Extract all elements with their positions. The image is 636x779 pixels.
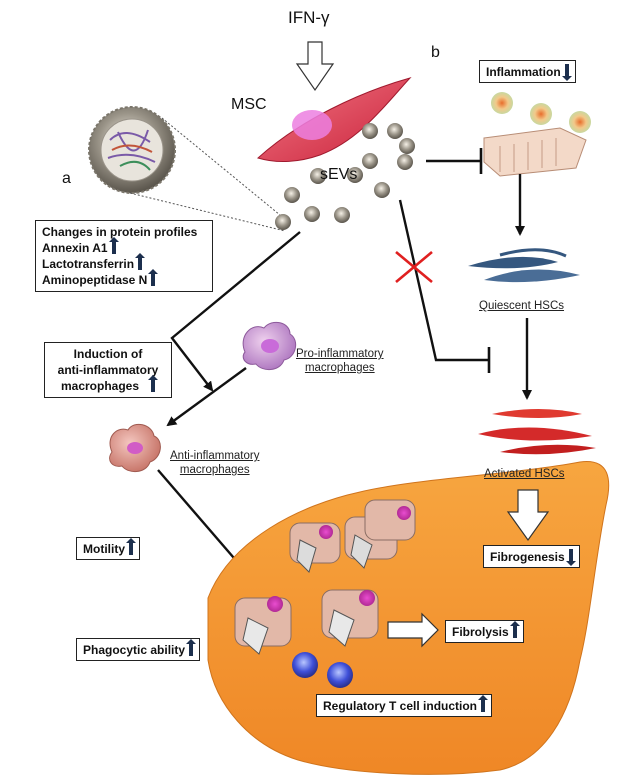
anti-inflammatory-line-2: macrophages <box>179 464 250 476</box>
induction-box: Induction of anti-inflammatory macrophag… <box>44 342 172 398</box>
fibrolysis-arrow <box>387 612 439 648</box>
regulatory-t-cells <box>292 652 353 688</box>
pro-inflammatory-line-2: macrophages <box>304 362 375 374</box>
increase-arrow-icon <box>148 269 159 286</box>
activated-hsc-icon <box>478 409 596 455</box>
increase-arrow-icon <box>126 538 136 555</box>
protein-item-label: Aminopeptidase N <box>42 273 148 287</box>
increase-arrow-icon <box>478 695 489 712</box>
inflammation-label: Inflammation <box>486 65 561 79</box>
quiescent-hsc-label: Quiescent HSCs <box>479 300 565 312</box>
pro-inflammatory-label: Pro-inflammatory macrophages <box>296 347 384 375</box>
blocked-cross-icon <box>395 251 433 283</box>
anti-inflammatory-line-1: Anti-inflammatory <box>170 450 260 462</box>
protein-profile-title: Changes in protein profiles <box>42 225 198 239</box>
motility-box: Motility <box>76 537 140 560</box>
protein-item-lactotransferrin: Lactotransferrin <box>42 253 206 272</box>
liver-tissue <box>207 461 610 775</box>
induction-line-2: anti-inflammatory <box>57 363 159 377</box>
endothelium-tissue-icon <box>483 127 587 177</box>
protein-profile-box: Changes in protein profiles Annexin A1 L… <box>35 220 213 292</box>
quiescent-hsc-icon <box>468 248 580 283</box>
pro-inflammatory-line-1: Pro-inflammatory <box>296 348 384 360</box>
inflammatory-cells-icon <box>491 92 591 133</box>
decrease-arrow-icon <box>561 64 572 81</box>
fibrogenesis-arrow <box>506 489 550 542</box>
increase-arrow-icon <box>135 253 146 270</box>
fibrolysis-label: Fibrolysis <box>452 625 509 639</box>
sev-to-induction-line <box>170 231 301 392</box>
sev-inhibits-activation-line <box>398 199 488 362</box>
fibrogenesis-label: Fibrogenesis <box>490 550 565 564</box>
fibrolysis-box: Fibrolysis <box>445 620 524 643</box>
increase-arrow-icon <box>186 639 197 656</box>
sev-particles <box>275 123 415 230</box>
motility-label: Motility <box>83 542 125 556</box>
protein-item-aminopeptidase: Aminopeptidase N <box>42 269 206 288</box>
anti-inflammatory-label: Anti-inflammatory macrophages <box>170 449 259 477</box>
sev-detail-icon <box>88 106 176 194</box>
zoom-line-bottom <box>129 192 286 232</box>
pro-to-anti-arrow <box>166 367 247 427</box>
protein-item-label: Lactotransferrin <box>42 257 135 271</box>
stimulus-arrow <box>295 41 335 92</box>
increase-arrow-icon <box>148 375 159 392</box>
msc-cell <box>257 77 412 163</box>
treg-box: Regulatory T cell induction <box>316 694 493 717</box>
pro-inflammatory-macrophage-icon <box>242 321 297 370</box>
zoom-line-top <box>161 117 281 216</box>
activated-hsc-label: Activated HSCs <box>484 468 565 480</box>
treg-label: Regulatory T cell induction <box>323 699 478 713</box>
panel-label-a: a <box>62 170 71 187</box>
anti-inflammatory-macrophage-icon <box>109 423 161 472</box>
inflammation-box: Inflammation <box>479 60 576 83</box>
induction-line-1: Induction of <box>73 347 143 361</box>
sevs-label: sEVs <box>320 166 358 183</box>
induction-line-3: macrophages <box>51 375 165 394</box>
anti-to-liver-arrow <box>157 469 248 574</box>
phagocytic-label: Phagocytic ability <box>83 643 186 657</box>
stimulus-label: IFN-γ <box>288 8 330 27</box>
phagocytic-box: Phagocytic ability <box>76 638 201 661</box>
msc-label: MSC <box>231 96 267 113</box>
panel-label-b: b <box>431 44 440 61</box>
fibrogenesis-box: Fibrogenesis <box>483 545 580 568</box>
liver-macrophage-cells <box>234 499 416 655</box>
induction-line-3-text: macrophages <box>60 379 140 393</box>
increase-arrow-icon <box>108 237 119 254</box>
protein-item-annexin: Annexin A1 <box>42 237 206 256</box>
protein-item-label: Annexin A1 <box>42 241 108 255</box>
decrease-arrow-icon <box>565 549 576 566</box>
increase-arrow-icon <box>509 621 520 638</box>
